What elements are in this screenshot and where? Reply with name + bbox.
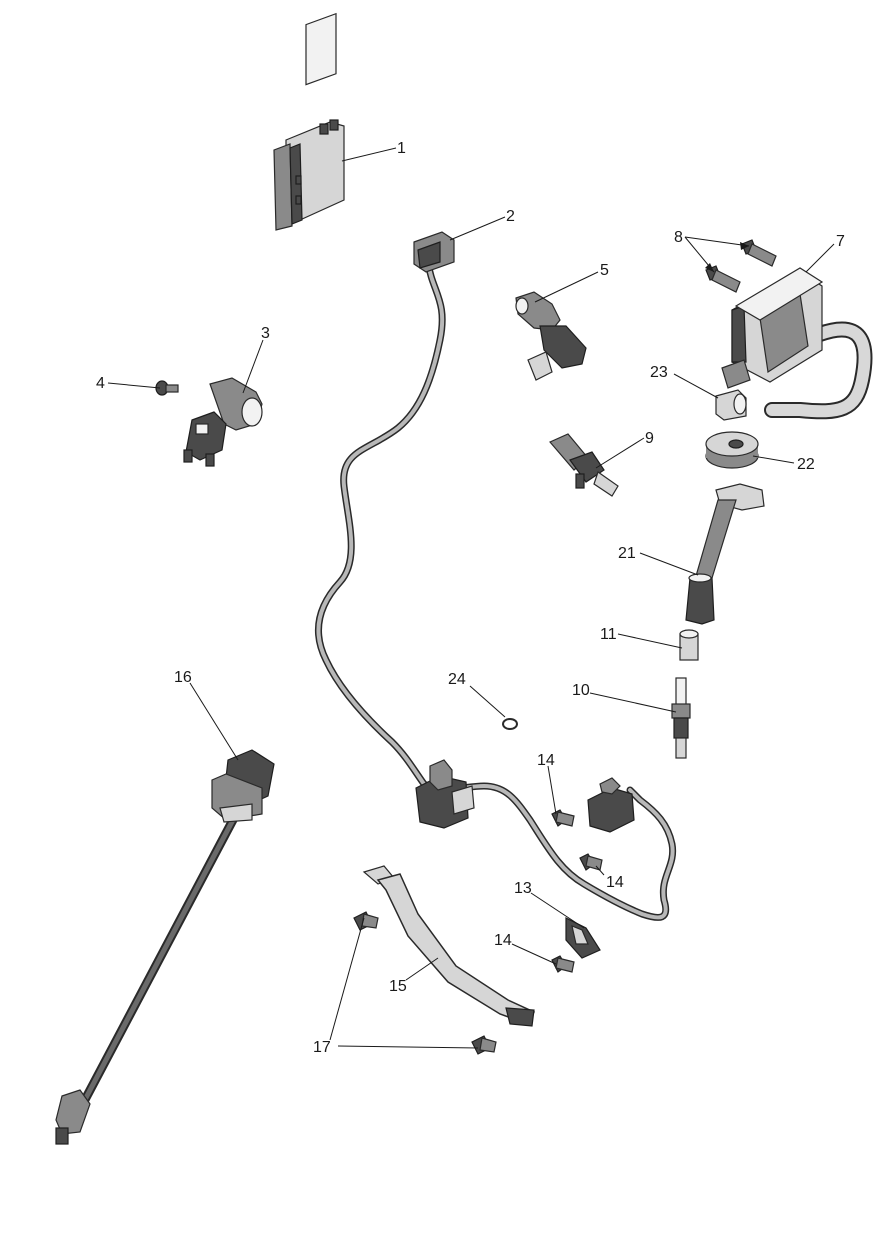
callout-1: 1 [397,140,406,157]
callout-7: 7 [836,233,845,250]
part-9-sensor [549,433,619,497]
part-7-ignition-coil [721,267,873,420]
part-8-bolts [705,239,777,293]
part-4-screw [155,380,179,396]
callout-13: 13 [514,880,532,897]
part-5-sensor [515,291,587,381]
part-22-grommet [705,431,759,469]
part-24-o-ring [502,718,518,730]
callout-16: 16 [174,669,192,686]
part-10-spark-plug [671,677,691,759]
callout-14-top: 14 [537,752,555,769]
callout-14-bottom: 14 [494,932,512,949]
part-11-sleeve [679,629,699,661]
callout-4: 4 [96,375,105,392]
part-14-bolt-3 [551,955,575,973]
callout-15: 15 [389,978,407,995]
part-3-sensor-bracket [183,377,263,467]
callout-14-middle: 14 [606,874,624,891]
part-15-bracket [362,865,536,1027]
part-2-wiring-harness [315,231,677,921]
part-21-plug-cap [685,483,765,625]
part-16-oxygen-sensor [55,749,275,1145]
part-13-clip [565,917,601,959]
callout-10: 10 [572,682,590,699]
leader-lines [107,147,835,1049]
callout-24: 24 [448,671,466,688]
part-17-bolt-1 [353,911,379,931]
part-1-ecu-module [273,12,345,231]
callout-22: 22 [797,456,815,473]
part-23-boot [715,389,747,421]
callout-23: 23 [650,364,668,381]
callout-11: 11 [600,626,617,643]
part-14-bolt-2 [579,853,603,871]
callout-3: 3 [261,325,270,342]
callout-21: 21 [618,545,636,562]
callout-17: 17 [313,1039,331,1056]
part-17-bolt-2 [471,1035,497,1055]
callout-labels: 1 2 3 4 5 7 8 9 10 11 13 14 14 14 15 16 … [96,140,845,1056]
callout-8: 8 [674,229,683,246]
callout-2: 2 [506,208,515,225]
callout-9: 9 [645,430,654,447]
callout-5: 5 [600,262,609,279]
